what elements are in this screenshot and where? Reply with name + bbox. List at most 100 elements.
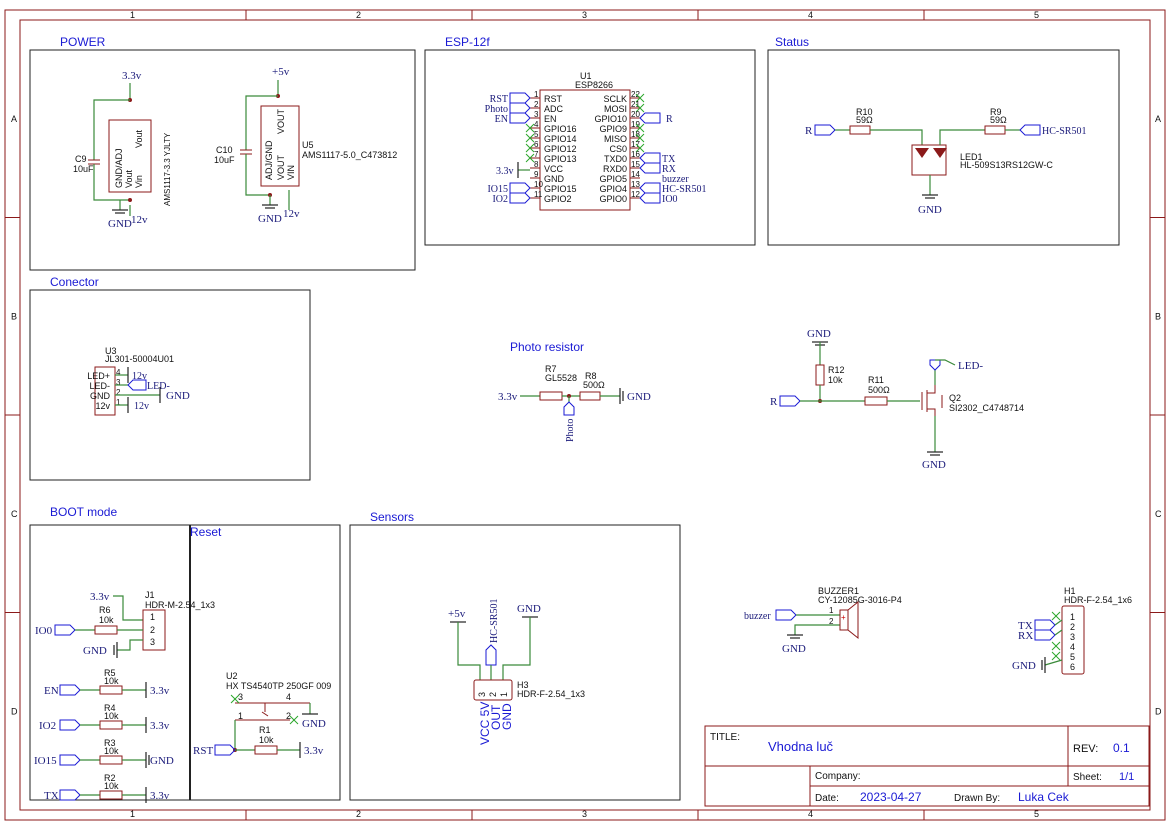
net-port-led-minus[interactable]	[929, 359, 941, 371]
section-title-sensors: Sensors	[370, 510, 414, 524]
esp-left-num-3: 3	[534, 110, 539, 119]
driver-net-r: R	[770, 396, 778, 408]
net-port-esp-io15[interactable]	[509, 182, 531, 194]
net-port-r[interactable]	[814, 124, 836, 136]
boot-section: 3.3v J1 HDR-M-2.54_1x3 1 2 3 IO0 R6 10k …	[34, 590, 215, 803]
boot-net-tx: TX	[44, 790, 59, 802]
net-port-boot-tx[interactable]	[59, 789, 81, 801]
boot-net-io15: IO15	[34, 755, 57, 767]
esp-pin-vcc: VCC	[544, 164, 564, 174]
border-col-bottom-1: 1	[130, 809, 135, 819]
border-col-top-3: 3	[582, 10, 587, 20]
border-col-bottom-4: 4	[808, 809, 813, 819]
net-port-boot-io2[interactable]	[59, 719, 81, 731]
esp-left-num-2: 2	[534, 100, 539, 109]
h3-pin-gnd: GND	[500, 703, 514, 730]
ldo1-pin-3: Vout	[134, 129, 144, 148]
j1-value: HDR-M-2.54_1x3	[145, 600, 215, 610]
ldo2-gnd: GND	[258, 213, 282, 225]
net-port-esp-io0[interactable]	[639, 192, 661, 204]
esp-left-num-11: 11	[534, 190, 543, 199]
r1-ref: R1	[259, 725, 271, 735]
ldo1-gnd: GND	[108, 218, 132, 230]
j1-pin-3: 3	[150, 637, 155, 647]
net-port-hc-sr501[interactable]	[1019, 124, 1041, 136]
net-port-hc-sensor[interactable]	[485, 644, 497, 666]
esp-right-num-18: 18	[631, 130, 640, 139]
boot-to-r5: 3.3v	[150, 685, 170, 697]
q2-value: SI2302_C4748714	[949, 403, 1024, 413]
sensors-5v: +5v	[448, 608, 466, 620]
buzzer-num-1: 1	[829, 606, 834, 615]
esp-right-num-15: 15	[631, 160, 640, 169]
esp-pin-gpio5: GPIO5	[599, 174, 627, 184]
net-port-photo[interactable]	[563, 401, 575, 416]
esp-pin-gpio16: GPIO16	[544, 124, 577, 134]
ldo1-pin-4: Vin	[134, 175, 144, 188]
border-col-top-4: 4	[808, 10, 813, 20]
net-port-u3-led-minus[interactable]	[127, 379, 147, 391]
h3-pin-vcc: VCC 5V	[478, 702, 492, 745]
esp-left-num-1: 1	[534, 90, 539, 99]
border-col-top-2: 2	[356, 10, 361, 20]
net-port-esp-io2[interactable]	[509, 192, 531, 204]
led1-body	[911, 144, 947, 176]
boot-val-r2: 10k	[104, 781, 119, 791]
net-port-io0[interactable]	[54, 624, 76, 636]
ldo1-name: AMS1117-3.3 YJLTY	[163, 132, 172, 206]
photo-section: 3.3v R7 GL5528 R8 500Ω GND Photo	[498, 364, 651, 442]
net-port-esp-photo[interactable]	[509, 102, 531, 114]
ldo1-pin-2: Vout	[124, 169, 134, 188]
boot-val-r4: 10k	[104, 711, 119, 721]
ldo2-pin-1: ADJ/GND	[264, 140, 274, 180]
net-port-tx[interactable]	[1034, 619, 1056, 631]
esp-name: ESP8266	[575, 80, 613, 90]
net-port-esp-hc-sr501[interactable]	[639, 182, 661, 194]
u3-net-led-minus: LED-	[147, 381, 170, 392]
esp-net-io15: IO15	[487, 184, 508, 195]
r10-ref: R10	[856, 107, 873, 117]
r9-body	[984, 125, 1006, 135]
esp-net-io0: IO0	[662, 194, 678, 205]
rev-label: REV:	[1073, 743, 1098, 755]
h3-num-1: 1	[499, 692, 509, 697]
border-col-bottom-5: 5	[1034, 809, 1039, 819]
net-port-esp-tx[interactable]	[639, 152, 661, 164]
boot-ref-r4: R4	[104, 703, 116, 713]
c10-ref: C10	[216, 145, 233, 155]
buzzer-section: BUZZER1 CY-12085G-3016-P4 buzzer GND 1 2…	[744, 586, 902, 655]
net-port-esp-rst[interactable]	[509, 92, 531, 104]
esp-net-tx: TX	[662, 154, 676, 165]
net-port-boot-io15[interactable]	[59, 754, 81, 766]
boot-val-r3: 10k	[104, 746, 119, 756]
net-port-esp-r[interactable]	[639, 112, 661, 124]
net-port-driver-r[interactable]	[779, 395, 801, 407]
esp-left-num-9: 9	[534, 170, 539, 179]
u3-num-2: 2	[116, 388, 121, 397]
net-port-esp-en[interactable]	[509, 112, 531, 124]
sheet-value: 1/1	[1119, 771, 1134, 783]
net-port-buzzer[interactable]	[775, 609, 797, 621]
esp-left-num-8: 8	[534, 160, 539, 169]
r6-value: 10k	[99, 615, 114, 625]
net-port-esp-rx[interactable]	[639, 162, 661, 174]
u3-ref: U3	[105, 346, 117, 356]
rev-value: 0.1	[1113, 741, 1130, 755]
net-port-rx[interactable]	[1034, 629, 1056, 641]
h3-num-2: 2	[488, 692, 498, 697]
esp-net-3-3v: 3.3v	[496, 166, 514, 177]
esp-pin-gpio14: GPIO14	[544, 134, 577, 144]
border-row-left-D: D	[11, 706, 18, 716]
sensors-hc: HC-SR501	[489, 599, 500, 643]
h1-pin-1: 1	[1070, 612, 1075, 622]
r11-ref: R11	[868, 375, 884, 385]
net-port-boot-en[interactable]	[59, 684, 81, 696]
ldo2-rail-label: +5v	[272, 66, 290, 78]
h1-pin-5: 5	[1070, 652, 1075, 662]
esp-net-buzzer: buzzer	[662, 174, 689, 185]
photo-rail: 3.3v	[498, 391, 518, 403]
status-net-hc: HC-SR501	[1042, 126, 1086, 137]
net-port-rst[interactable]	[214, 744, 236, 756]
ldo2-pin-4: VIN	[286, 165, 296, 180]
